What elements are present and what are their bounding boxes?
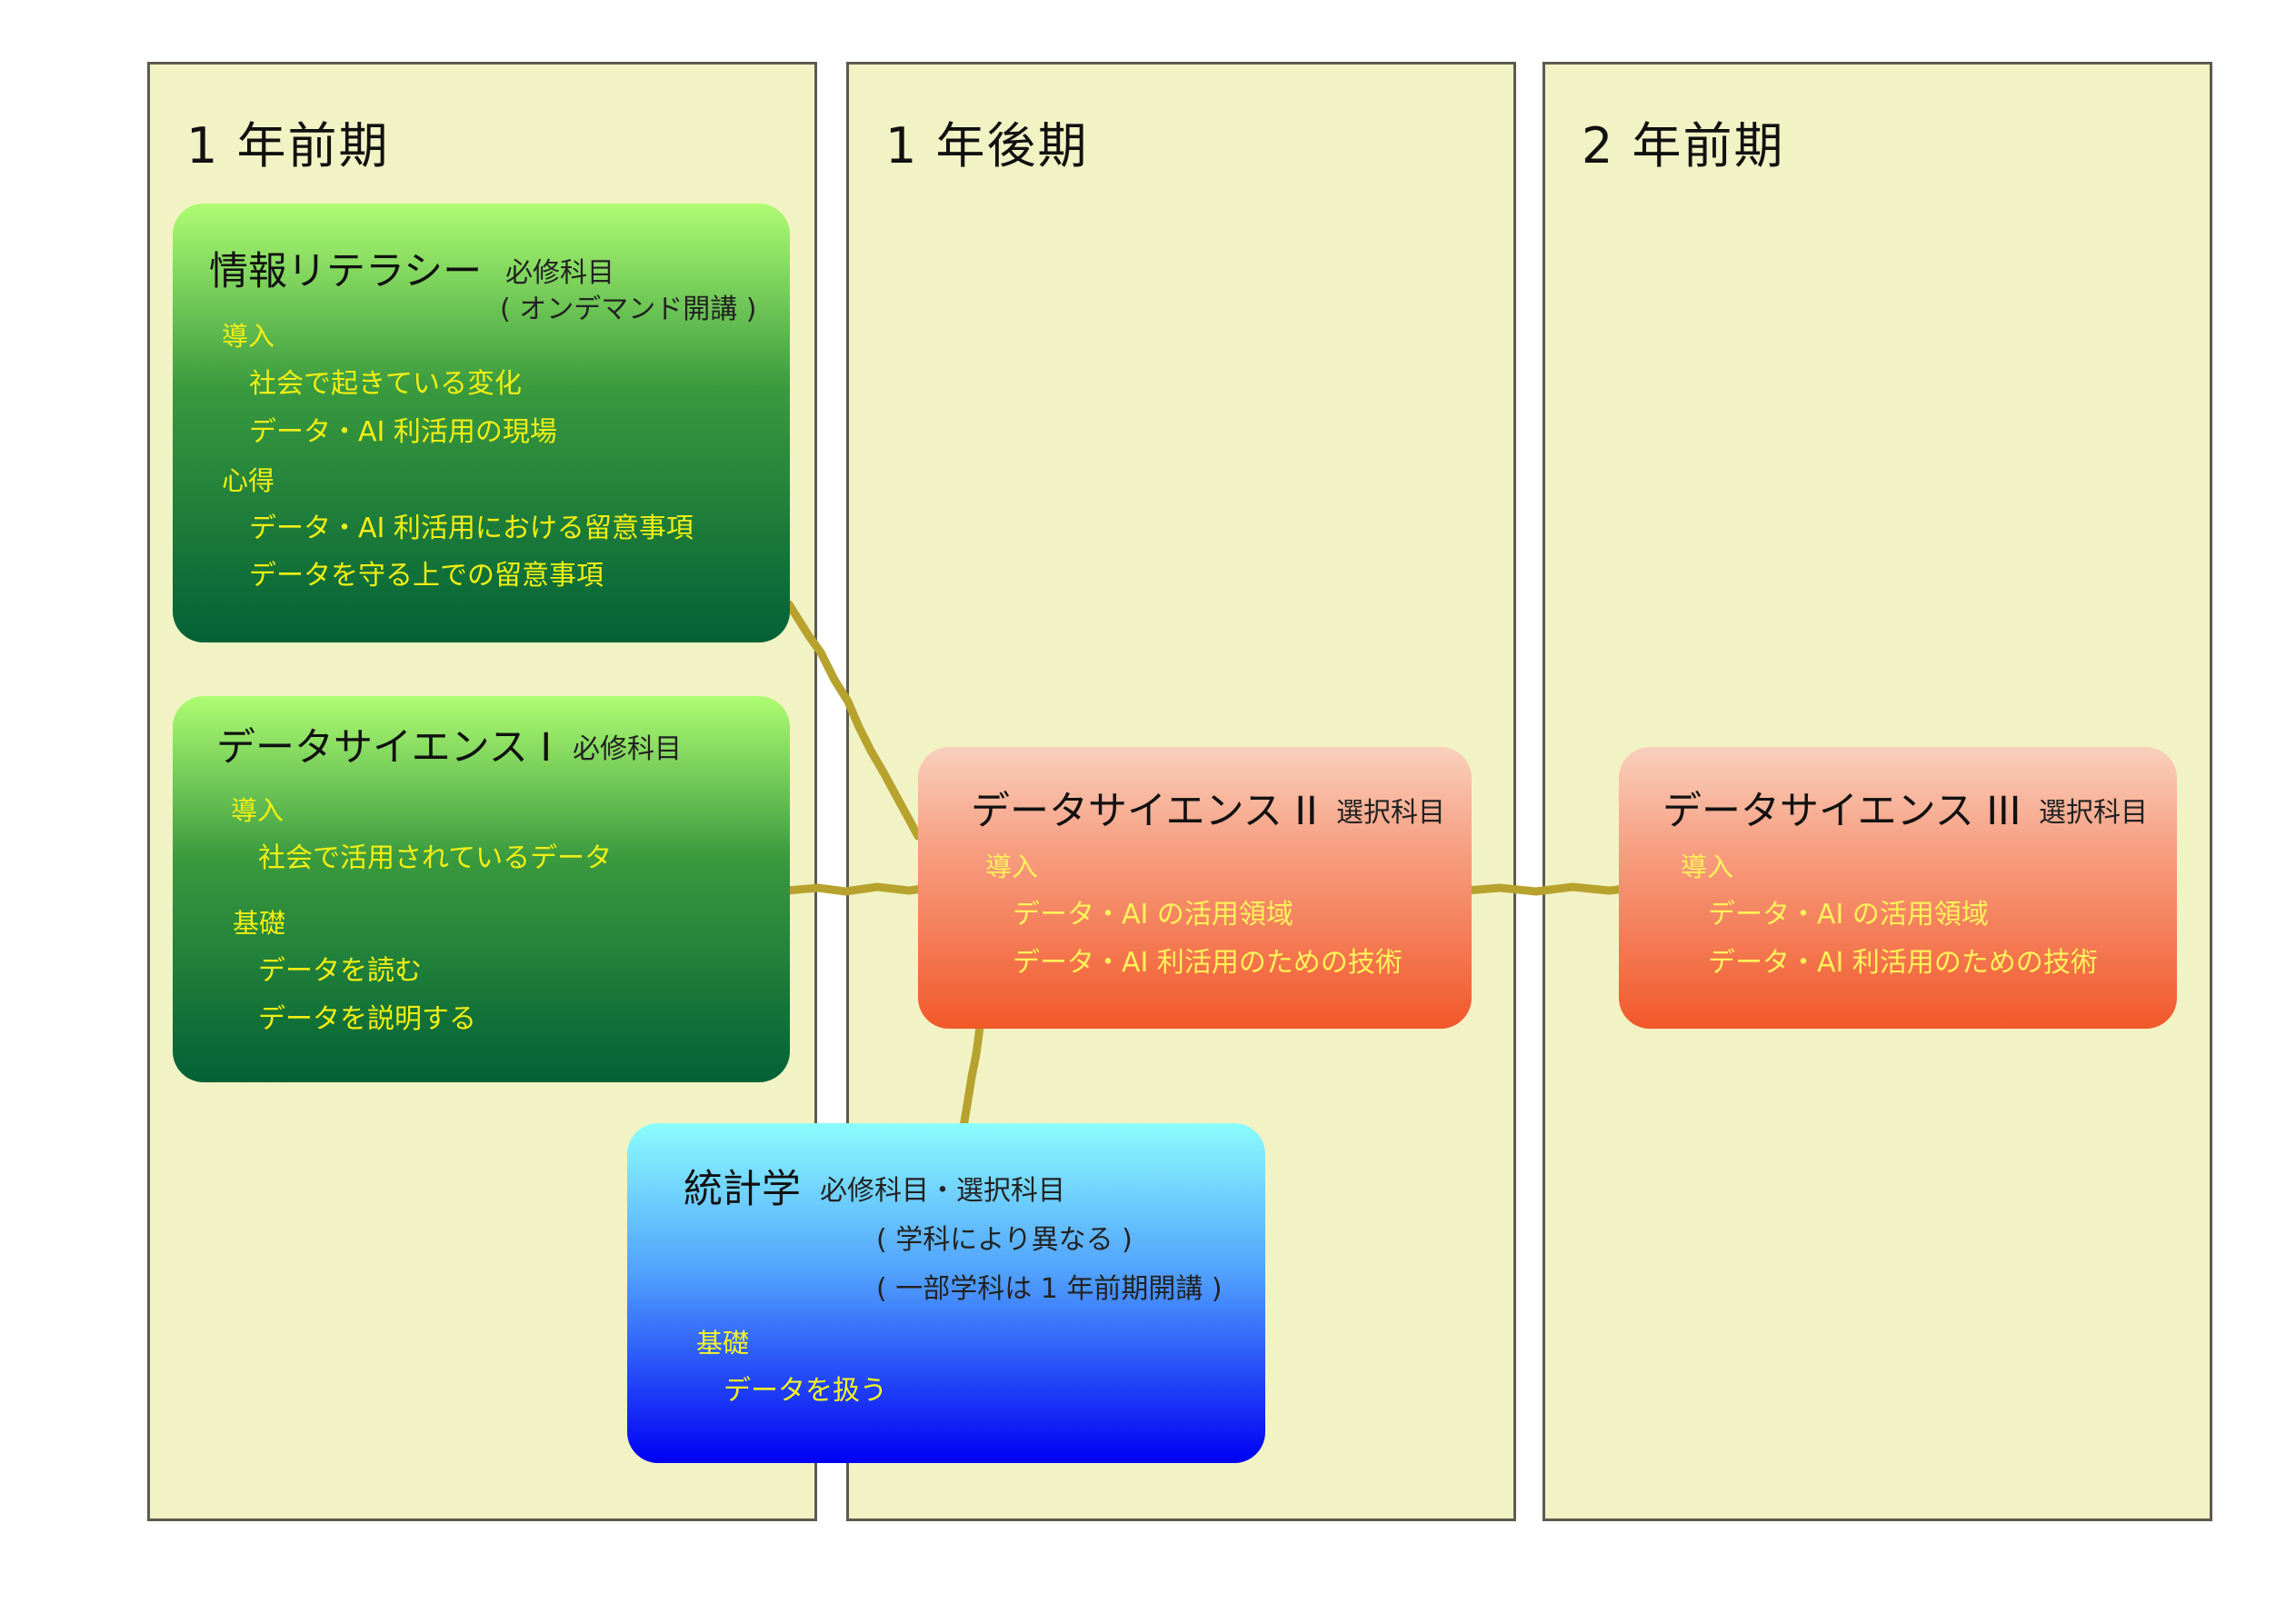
course-type: 必修科目・選択科目: [820, 1175, 1065, 1207]
category-label: 心得: [222, 465, 275, 496]
topic-item: データ・AI 利活用のための技術: [1013, 947, 1403, 979]
topic-item: データ・AI 利活用における留意事項: [249, 513, 694, 544]
category-label: 導入: [222, 321, 275, 352]
category-label: 基礎: [696, 1328, 750, 1359]
category-label: 導入: [1681, 851, 1734, 882]
course-name: データサイエンス III: [1662, 789, 2021, 834]
course-note: ( オンデマンド開講 ): [500, 294, 757, 325]
course-name: 情報リテラシー: [209, 249, 483, 294]
course-info-literacy: 情報リテラシー 必修科目 ( オンデマンド開講 ) 導入 社会で起きている変化 …: [173, 204, 790, 642]
connector-literacy-to-ds2: [784, 600, 923, 841]
course-type: 選択科目: [2039, 797, 2148, 829]
topic-item: データを説明する: [258, 1003, 476, 1035]
connector-statistics-to-ds2: [959, 1022, 984, 1131]
topic-item: データを扱う: [724, 1375, 887, 1407]
category-label: 基礎: [233, 908, 286, 939]
connector-ds1-to-ds2: [783, 882, 927, 896]
course-data-science-2: データサイエンス II 選択科目 導入 データ・AI の活用領域 データ・AI …: [918, 747, 1472, 1029]
course-type: 必修科目: [573, 733, 682, 765]
topic-item: 社会で活用されているデータ: [258, 842, 613, 874]
course-note: ( 学科により異なる ): [876, 1224, 1133, 1256]
column-title: 1 年前期: [186, 117, 390, 174]
connector-ds2-to-ds3: [1462, 882, 1632, 896]
course-statistics: 統計学 必修科目・選択科目 ( 学科により異なる ) ( 一部学科は 1 年前期…: [627, 1123, 1265, 1463]
topic-item: データ・AI の活用領域: [1013, 899, 1293, 931]
course-name: データサイエンス II: [971, 789, 1318, 834]
course-name: データサイエンス I: [216, 725, 553, 771]
topic-item: データを守る上での留意事項: [249, 560, 604, 592]
course-data-science-1: データサイエンス I 必修科目 導入 社会で活用されているデータ 基礎 データを…: [173, 696, 790, 1082]
course-name: 統計学: [684, 1167, 801, 1212]
topic-item: データを読む: [258, 955, 422, 987]
course-data-science-3: データサイエンス III 選択科目 導入 データ・AI の活用領域 データ・AI…: [1619, 747, 2177, 1029]
category-label: 導入: [985, 851, 1039, 882]
topic-item: データ・AI 利活用の現場: [249, 416, 557, 448]
topic-item: データ・AI の活用領域: [1708, 899, 1989, 931]
course-type: 必修科目: [505, 257, 614, 289]
topic-item: 社会で起きている変化: [249, 368, 522, 400]
topic-item: データ・AI 利活用のための技術: [1708, 947, 2098, 979]
course-note: ( 一部学科は 1 年前期開講 ): [876, 1273, 1223, 1305]
column-title: 1 年後期: [885, 117, 1089, 174]
column-title: 2 年前期: [1582, 117, 1785, 174]
category-label: 導入: [231, 795, 285, 826]
course-type: 選択科目: [1336, 797, 1445, 829]
